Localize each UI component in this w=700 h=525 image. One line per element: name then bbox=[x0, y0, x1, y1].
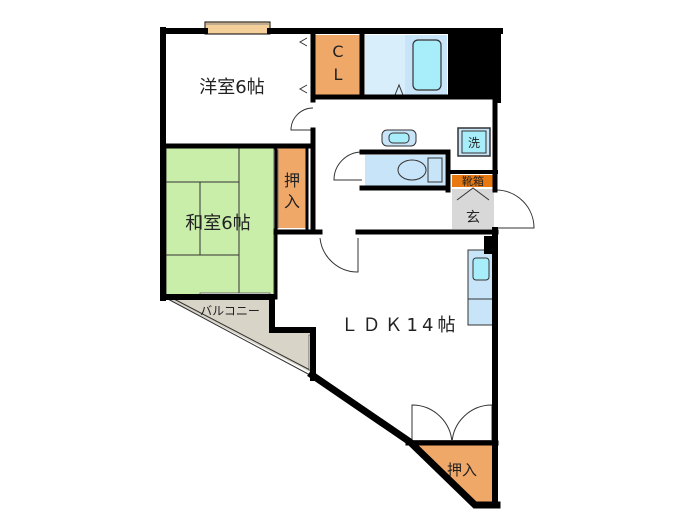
ldk bbox=[278, 238, 492, 440]
shoe-box-label: 靴箱 bbox=[462, 174, 484, 188]
japanese-room bbox=[166, 148, 274, 295]
pipe-shaft bbox=[448, 30, 500, 95]
entrance-label: 玄 bbox=[466, 209, 480, 226]
oshiire-1-label-2: 入 bbox=[284, 192, 300, 211]
oshiire-2-label: 押入 bbox=[447, 461, 477, 479]
western-room bbox=[163, 30, 313, 145]
toilet-icon bbox=[397, 159, 427, 181]
kitchen-sink-icon bbox=[472, 257, 490, 281]
western-room-label: 洋室6帖 bbox=[199, 77, 264, 98]
closet-cl-label-c: C bbox=[332, 42, 343, 61]
bathtub-icon bbox=[412, 39, 442, 91]
shoe-box bbox=[452, 175, 494, 187]
washer-label: 洗 bbox=[468, 136, 480, 150]
closet-cl-label-l: L bbox=[334, 65, 343, 84]
closet-cl bbox=[315, 35, 360, 95]
bath-washroom bbox=[365, 35, 405, 95]
japanese-room-label: 和室6帖 bbox=[185, 213, 250, 234]
ldk-label: ＬＤＫ14帖 bbox=[341, 315, 460, 336]
balcony-label: バルコニー bbox=[200, 304, 260, 318]
oshiire-1-label-1: 押 bbox=[284, 171, 300, 190]
entrance bbox=[452, 189, 494, 229]
balcony bbox=[166, 298, 310, 372]
oshiire-1 bbox=[278, 148, 306, 228]
